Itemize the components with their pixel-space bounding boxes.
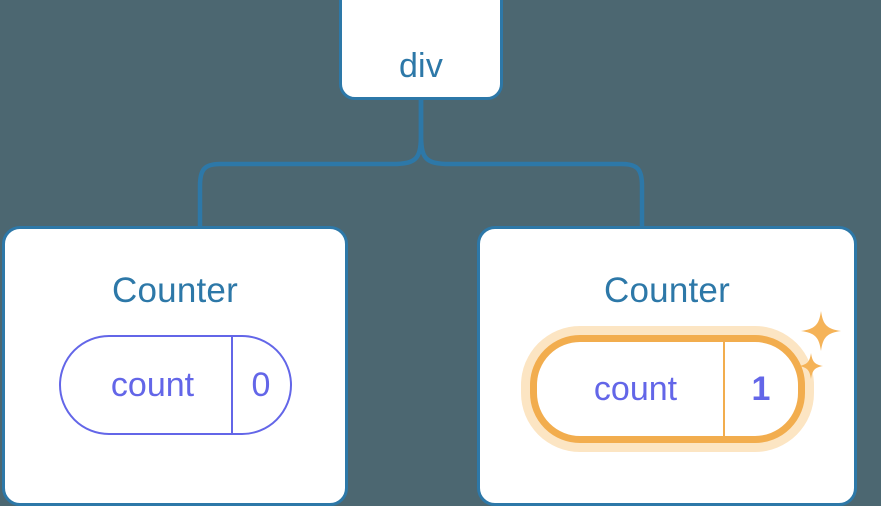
connector-right-branch [418, 96, 645, 229]
state-pill-left[interactable]: count 0 [58, 335, 292, 435]
node-div[interactable]: div [339, 0, 503, 100]
node-counter-right[interactable]: Counter count 1 [477, 226, 857, 506]
diagram-canvas: div Counter count 0 Counter count 1 [2, 0, 857, 506]
state-pill-left-value: 0 [251, 366, 271, 404]
connector-left-branch [197, 96, 424, 230]
state-pill-left-key: count [61, 337, 233, 433]
state-pill-right-value: 1 [751, 370, 771, 408]
state-pill-right[interactable]: count 1 [529, 335, 805, 443]
state-pill-right-key: count [537, 342, 725, 436]
node-counter-left[interactable]: Counter count 0 [2, 226, 348, 506]
node-counter-right-title: Counter [604, 271, 730, 310]
node-counter-left-title: Counter [112, 271, 238, 310]
state-pill-wrap-left: count 0 [58, 335, 292, 435]
state-pill-wrap-right: count 1 [529, 311, 841, 443]
sparkle-large-icon [800, 311, 841, 351]
node-div-label: div [398, 47, 444, 85]
